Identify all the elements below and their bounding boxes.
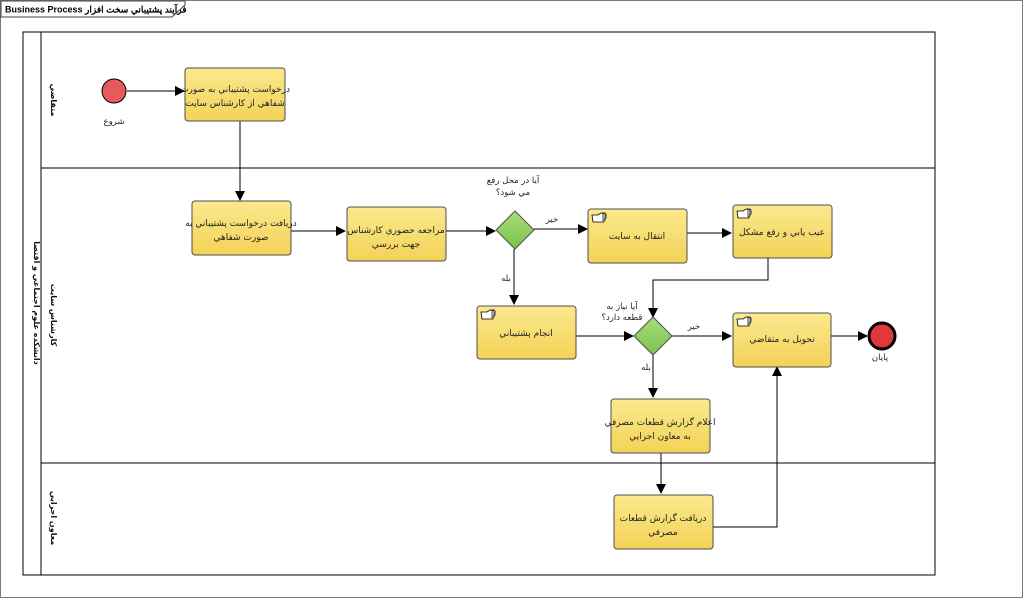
task-receive-parts-report-line1: دريافت گزارش قطعات (620, 512, 707, 524)
task-receive-parts-report-line2: مصرفي (648, 528, 678, 538)
task-report-parts-line1: اعلام گزارش قطعات مصرفي (604, 416, 715, 428)
flow-label-g1-no: خير (545, 215, 559, 225)
flow-label-g2-yes: بله (641, 363, 651, 373)
gateway-needs-part-line1: آيا نياز به (606, 300, 638, 312)
page-boundary (22, 31, 936, 576)
flow-t5-to-g2 (648, 258, 769, 318)
lane-label-site-expert: کارشناس سايت (48, 284, 58, 347)
gateway-needs-part[interactable]: آيا نياز به قطعه دارد؟ (602, 300, 673, 356)
task-transfer-to-site-line1: انتقال به سايت (609, 232, 665, 242)
task-receive-request-line1: دريافت درخواست پشتيباني به (185, 219, 297, 229)
task-perform-support-line1: انجام پشتيباني (499, 329, 552, 339)
task-transfer-to-site[interactable]: انتقال به سايت (587, 208, 688, 264)
task-deliver-to-requester[interactable]: تحويل به متقاضي (732, 312, 832, 368)
task-receive-request[interactable]: دريافت درخواست پشتيباني به صورت شفاهي (185, 200, 297, 256)
task-onsite-visit-line1: مراجعه حضوري کارشناس (347, 226, 445, 236)
task-deliver-to-requester-line1: تحويل به متقاضي (749, 335, 815, 345)
flow-t9-to-t7 (713, 366, 782, 528)
task-onsite-visit-line2: جهت بررسي (372, 240, 420, 250)
gateway-needs-part-line2: قطعه دارد؟ (602, 313, 643, 323)
diagram-tab-title: Business Process فرآيند پشتيباني سخت افز… (5, 4, 187, 16)
lane-requester[interactable]: متقاضي (41, 84, 935, 169)
start-event[interactable]: شروع (101, 78, 127, 127)
task-request-support-line2: شفاهي از کارشناس سايت (185, 99, 285, 109)
gateway-fixable-onsite-line1: آيا در محل رفع (487, 174, 540, 186)
task-receive-parts-report[interactable]: دريافت گزارش قطعات مصرفي (613, 494, 714, 550)
flow-label-g2-no: خير (687, 322, 701, 332)
gateway-fixable-onsite-line2: مي شود؟ (496, 188, 530, 198)
pool-label: دانشکده علوم اجتماعي و اقتصا (32, 241, 41, 365)
end-event-label: پايان (872, 353, 889, 363)
task-onsite-visit[interactable]: مراجعه حضوري کارشناس جهت بررسي (346, 206, 447, 262)
task-perform-support[interactable]: انجام پشتيباني (476, 305, 577, 360)
task-request-support-line1: درخواست پشتيباني به صورت (180, 85, 290, 95)
pool[interactable]: دانشکده علوم اجتماعي و اقتصا (32, 32, 42, 575)
task-troubleshoot[interactable]: عيب يابي و رفع مشکل (732, 204, 833, 259)
task-receive-request-line2: صورت شفاهي (213, 233, 268, 243)
gateway-fixable-onsite[interactable]: آيا در محل رفع مي شود؟ (487, 174, 540, 250)
diagram-tab[interactable]: Business Process فرآيند پشتيباني سخت افز… (0, 0, 187, 18)
lane-label-requester: متقاضي (49, 84, 58, 117)
lane-label-exec-deputy: معاون اجرايي (49, 491, 58, 545)
lane-exec-deputy[interactable]: معاون اجرايي (49, 491, 58, 545)
flow-label-g1-yes: بله (501, 274, 511, 284)
task-report-parts-line2: به معاون اجرايي (629, 432, 690, 442)
lane-site-expert[interactable]: کارشناس سايت (41, 284, 935, 464)
task-report-parts[interactable]: اعلام گزارش قطعات مصرفي به معاون اجرايي (604, 398, 716, 454)
sequence-flows (127, 86, 868, 528)
start-event-label: شروع (104, 117, 125, 127)
task-request-support[interactable]: درخواست پشتيباني به صورت شفاهي از کارشنا… (180, 67, 290, 122)
task-troubleshoot-line1: عيب يابي و رفع مشکل (739, 228, 825, 238)
end-event[interactable]: پايان (867, 321, 897, 363)
